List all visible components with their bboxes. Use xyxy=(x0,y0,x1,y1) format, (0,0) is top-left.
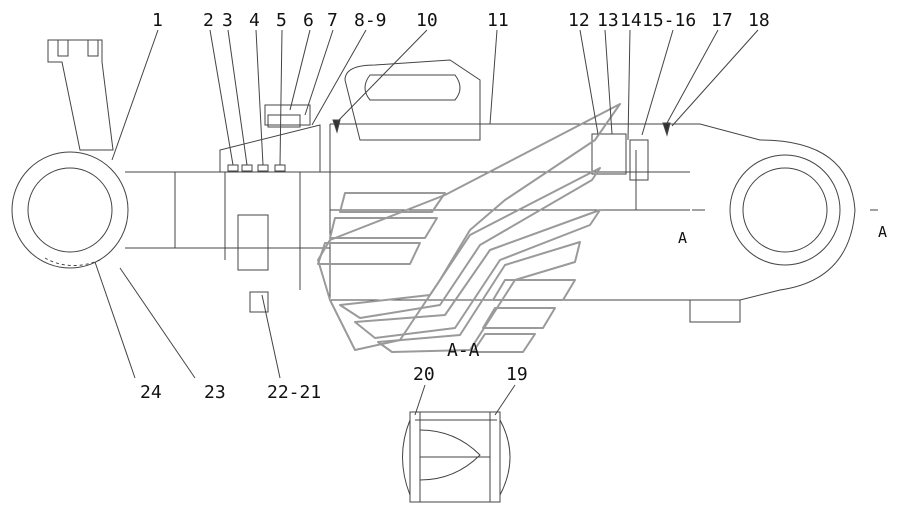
watermark-logo xyxy=(317,103,621,353)
leader-5 xyxy=(279,29,283,166)
watermark-feather-4 xyxy=(492,279,576,301)
callout-13: 13 xyxy=(597,10,619,31)
leader-lines xyxy=(94,29,759,416)
callout-5: 5 xyxy=(276,10,287,31)
callout-22-21: 22-21 xyxy=(267,382,321,403)
cylinder-body xyxy=(11,39,856,503)
section-aa-left-cap xyxy=(402,419,411,496)
watermark-wing-stripe-2 xyxy=(354,209,601,339)
left-eye-inner xyxy=(27,167,113,253)
callout-11: 11 xyxy=(487,10,509,31)
piston-block xyxy=(591,133,627,175)
seal-ring-3 xyxy=(241,164,253,172)
callout-14: 14 xyxy=(620,10,642,31)
callout-19: 19 xyxy=(506,364,528,385)
section-aa-right-cap xyxy=(499,419,511,496)
callout-17: 17 xyxy=(711,10,733,31)
right-clevis-outline xyxy=(680,123,856,301)
callout-7: 7 xyxy=(327,10,338,31)
right-eye-outer xyxy=(729,154,841,266)
section-marker-left: A xyxy=(678,229,687,247)
callout-1: 1 xyxy=(152,10,163,31)
leader-18 xyxy=(671,29,759,127)
leader-12 xyxy=(579,29,599,135)
left-eye-outer xyxy=(11,151,129,269)
lever-bolt-right xyxy=(87,39,99,57)
callout-20: 20 xyxy=(413,364,435,385)
gland-seal-block xyxy=(264,104,311,126)
leader-2221 xyxy=(261,294,281,379)
leader-24 xyxy=(94,261,136,379)
leader-1516 xyxy=(641,29,674,136)
grease-nipple-17 xyxy=(662,122,671,137)
watermark-wing-outer xyxy=(317,103,621,351)
watermark-feather-6 xyxy=(472,333,536,353)
callout-labels: 1 2 3 4 5 6 7 8-9 10 11 12 13 14 15-16 1… xyxy=(140,10,887,403)
callout-4: 4 xyxy=(249,10,260,31)
callout-10: 10 xyxy=(416,10,438,31)
seal-ring-5 xyxy=(274,164,286,172)
watermark-feather-1 xyxy=(339,192,446,213)
fitting-body xyxy=(237,214,269,271)
section-aa-seal xyxy=(419,429,481,481)
rod-eye-lever xyxy=(47,39,114,151)
callout-24: 24 xyxy=(140,382,162,403)
leader-7 xyxy=(304,29,334,116)
leader-1 xyxy=(111,29,159,161)
piston-nut xyxy=(629,139,649,181)
mounting-bracket xyxy=(344,59,481,141)
watermark-feather-3 xyxy=(317,242,421,265)
callout-23: 23 xyxy=(204,382,226,403)
section-label: A-A xyxy=(447,340,480,361)
callout-12: 12 xyxy=(568,10,590,31)
seal-ring-2 xyxy=(227,164,239,172)
leader-13 xyxy=(604,29,613,135)
watermark-wing-stripe-1 xyxy=(339,167,601,319)
seal-ring-4 xyxy=(257,164,269,172)
leader-17 xyxy=(666,29,719,124)
leader-10 xyxy=(336,29,428,123)
leader-14 xyxy=(627,29,631,141)
lever-bolt-left xyxy=(57,39,69,57)
bottom-port-block xyxy=(689,299,741,323)
leader-19 xyxy=(494,384,516,416)
callout-8-9: 8-9 xyxy=(354,10,387,31)
leader-23 xyxy=(119,267,196,379)
gland-flange xyxy=(219,124,321,172)
leader-2 xyxy=(209,29,234,166)
leader-89 xyxy=(311,29,367,126)
watermark-feather-2 xyxy=(329,217,438,239)
leader-3 xyxy=(227,29,248,166)
watermark-feather-5 xyxy=(482,307,556,329)
section-marker-right: A xyxy=(878,223,887,241)
leader-6 xyxy=(289,29,311,111)
section-aa-frame xyxy=(409,411,501,503)
grease-nipple-10 xyxy=(332,119,341,134)
gland-seal-block-inner xyxy=(267,114,301,128)
callout-2: 2 xyxy=(203,10,214,31)
callout-3: 3 xyxy=(222,10,233,31)
leader-11 xyxy=(489,29,498,125)
callout-15-16: 15-16 xyxy=(642,10,696,31)
right-eye-inner xyxy=(742,167,828,253)
left-eye-hatch xyxy=(44,257,101,266)
callout-18: 18 xyxy=(748,10,770,31)
leader-4 xyxy=(255,29,264,166)
fitting-nut xyxy=(249,291,269,313)
callout-6: 6 xyxy=(303,10,314,31)
leader-20 xyxy=(414,384,426,416)
watermark-wing-stripe-3 xyxy=(377,241,581,353)
mounting-slot xyxy=(364,74,461,101)
